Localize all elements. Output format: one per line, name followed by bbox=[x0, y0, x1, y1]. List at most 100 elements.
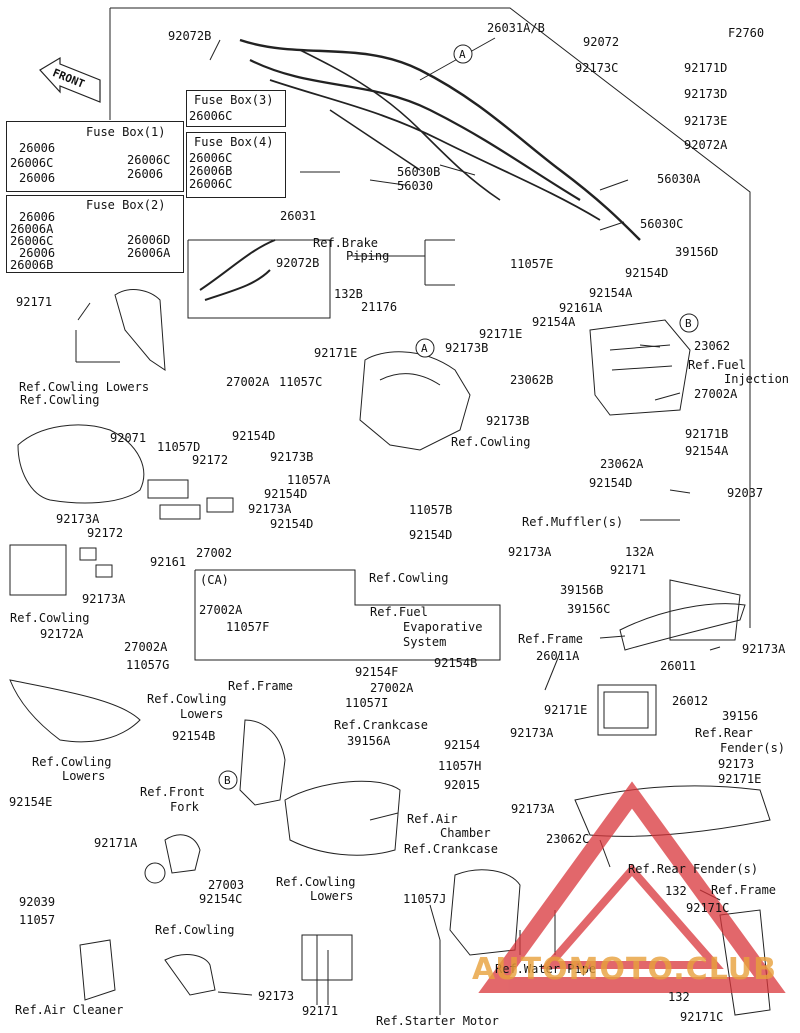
part-label: 27002A bbox=[199, 603, 243, 617]
part-label: Ref.Cowling bbox=[276, 875, 356, 889]
part-label: 56030C bbox=[640, 217, 684, 231]
part-label: Ref.Brake bbox=[313, 236, 379, 250]
part-label: 92071 bbox=[110, 431, 147, 445]
part-label: 23062 bbox=[694, 339, 731, 353]
part-number: 26006 bbox=[127, 167, 164, 181]
part-label: 92154C bbox=[199, 892, 243, 906]
part-label: 26012 bbox=[672, 694, 709, 708]
part-number: 26006A bbox=[127, 246, 171, 260]
part-label: 39156A bbox=[347, 734, 391, 748]
part-label: Ref.Front bbox=[140, 785, 206, 799]
part-label: 92154E bbox=[9, 795, 53, 809]
part-number: 26006 bbox=[19, 246, 56, 260]
part-label: 56030B bbox=[397, 165, 441, 179]
part-label: 92173C bbox=[575, 61, 619, 75]
part-number: 26006B bbox=[10, 258, 54, 272]
part-label: Fender(s) bbox=[720, 741, 786, 755]
part-label: Ref.Fuel bbox=[688, 358, 746, 372]
part-label: Piping bbox=[346, 249, 390, 263]
callout-marker: B bbox=[224, 774, 231, 787]
part-label: System bbox=[403, 635, 447, 649]
part-label: 92173A bbox=[56, 512, 100, 526]
part-label: 26011A bbox=[536, 649, 580, 663]
part-label: Ref.Cowling bbox=[451, 435, 531, 449]
part-number: 26006C bbox=[189, 109, 233, 123]
part-label: Chamber bbox=[440, 826, 491, 840]
fuse-box-3-frame bbox=[186, 90, 286, 127]
front-arrow-icon bbox=[39, 56, 101, 103]
part-label: 11057A bbox=[287, 473, 331, 487]
fuse-box-2-title: Fuse Box(2) bbox=[86, 198, 166, 212]
part-label: 92154F bbox=[355, 665, 399, 679]
fuse-box-1-frame bbox=[6, 121, 184, 192]
part-number: 26006A bbox=[10, 222, 54, 236]
part-label: 92037 bbox=[727, 486, 764, 500]
part-label: 92072 bbox=[583, 35, 620, 49]
part-label: 92171E bbox=[479, 327, 523, 341]
part-label: 23062A bbox=[600, 457, 644, 471]
part-label: 56030A bbox=[657, 172, 701, 186]
watermark-triangle-icon bbox=[478, 781, 786, 993]
part-label: 39156B bbox=[560, 583, 604, 597]
part-label: Evaporative bbox=[403, 620, 483, 634]
part-label: 92171E bbox=[718, 772, 762, 786]
part-label: Ref.Cowling Lowers bbox=[19, 380, 150, 394]
part-label: Lowers bbox=[62, 769, 106, 783]
part-label: 92173A bbox=[511, 802, 555, 816]
part-label: Ref.Cowling bbox=[369, 571, 449, 585]
part-label: Lowers bbox=[180, 707, 224, 721]
part-number: 26006 bbox=[19, 210, 56, 224]
diagram-code: F2760 bbox=[728, 26, 765, 40]
part-number: 26006C bbox=[189, 177, 233, 191]
part-label: Ref.Cowling bbox=[32, 755, 112, 769]
part-label: Ref.Frame bbox=[518, 632, 584, 646]
part-label: 92171D bbox=[684, 61, 728, 75]
part-number: 26006B bbox=[189, 164, 233, 178]
part-label: 132B bbox=[334, 287, 363, 301]
part-label: Fork bbox=[170, 800, 199, 814]
part-label: 27003 bbox=[208, 878, 245, 892]
part-label: 92154A bbox=[685, 444, 729, 458]
part-label: 92173B bbox=[486, 414, 530, 428]
part-label: 92171B bbox=[685, 427, 729, 441]
part-label: Ref.Fuel bbox=[370, 605, 428, 619]
part-label: 92154B bbox=[172, 729, 216, 743]
part-label: 39156 bbox=[722, 709, 759, 723]
part-label: 27002A bbox=[370, 681, 414, 695]
part-label: Ref.Frame bbox=[711, 883, 777, 897]
part-label: 92161 bbox=[150, 555, 187, 569]
part-label: 11057 bbox=[19, 913, 56, 927]
part-label: 23062C bbox=[546, 832, 590, 846]
part-label: Ref.Muffler(s) bbox=[522, 515, 624, 529]
part-label: 92154D bbox=[409, 528, 453, 542]
fuse-box-1-title: Fuse Box(1) bbox=[86, 125, 166, 139]
part-label: Ref.Frame bbox=[228, 679, 294, 693]
part-label: 92072B bbox=[168, 29, 212, 43]
part-label: 92173B bbox=[445, 341, 489, 355]
part-label: Ref.Water Pipe bbox=[495, 962, 597, 976]
part-label: 27002A bbox=[124, 640, 168, 654]
part-label: 92154A bbox=[532, 315, 576, 329]
callout-marker: A bbox=[421, 342, 428, 355]
part-label: Ref.Cowling bbox=[147, 692, 227, 706]
callout-marker: A bbox=[459, 48, 466, 61]
part-label: 92154A bbox=[589, 286, 633, 300]
part-label: 132 bbox=[665, 884, 687, 898]
part-number: 26006D bbox=[127, 233, 171, 247]
part-label: 92171 bbox=[610, 563, 647, 577]
part-label: 26011 bbox=[660, 659, 697, 673]
part-label: 92161A bbox=[559, 301, 603, 315]
part-label: 92173D bbox=[684, 87, 728, 101]
part-label: 11057D bbox=[157, 440, 201, 454]
part-number: 26006C bbox=[127, 153, 171, 167]
part-label: 92172 bbox=[87, 526, 124, 540]
part-label: 11057I bbox=[345, 696, 389, 710]
part-label: 23062B bbox=[510, 373, 554, 387]
part-label: 39156D bbox=[675, 245, 719, 259]
part-label: 92173A bbox=[510, 726, 554, 740]
part-label: Ref.Rear Fender(s) bbox=[628, 862, 759, 876]
part-label: Ref.Crankcase bbox=[404, 842, 498, 856]
part-label: 92173E bbox=[684, 114, 728, 128]
part-label: Ref.Cowling bbox=[20, 393, 100, 407]
